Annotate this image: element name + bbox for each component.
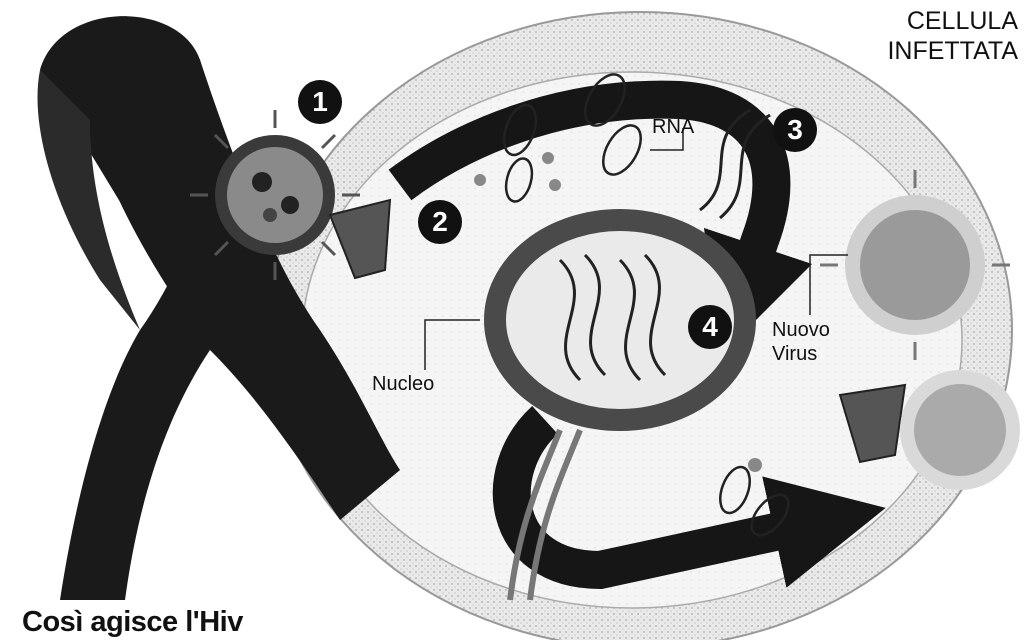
rna-label: RNA: [652, 115, 694, 139]
new-virus-label-line-1: Nuovo: [772, 318, 830, 342]
cell-label-line-2: INFETTATA: [887, 36, 1018, 66]
nucleus-label: Nucleo: [372, 372, 434, 396]
step-2-marker: 2: [418, 200, 462, 244]
cell-label-line-1: CELLULA: [887, 6, 1018, 36]
new-virus-label-line-2: Virus: [772, 342, 830, 366]
step-3-marker: 3: [773, 108, 817, 152]
new-virus-label: Nuovo Virus: [772, 318, 830, 366]
hiv-virus-incoming: [190, 110, 360, 280]
step-4-marker: 4: [688, 305, 732, 349]
new-virus-particle: [900, 370, 1020, 490]
step-1-marker: 1: [298, 80, 342, 124]
cell-label: CELLULA INFETTATA: [887, 6, 1018, 66]
diagram-title: Così agisce l'Hiv: [22, 606, 243, 639]
